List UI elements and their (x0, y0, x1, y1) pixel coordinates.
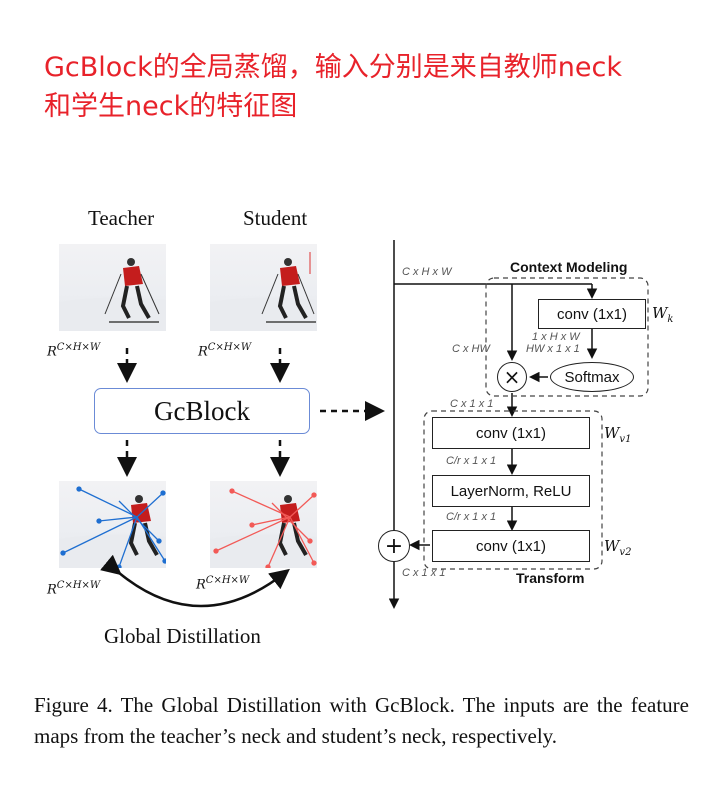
layernorm-relu-box: LayerNorm, ReLU (432, 475, 590, 507)
softmax-node: Softmax (550, 362, 634, 392)
headline-line-2: 和学生neck的特征图 (44, 91, 298, 122)
headline-line-1: GcBlock的全局蒸馏，输入分别是来自教师neck (44, 52, 622, 83)
transform-title: Transform (516, 570, 585, 586)
conv-k-box: conv (1x1) (538, 299, 646, 329)
teacher-attention-image (59, 481, 166, 568)
conv-v1-box: conv (1x1) (432, 417, 590, 449)
dim-input: C x H x W (402, 266, 452, 278)
teacher-input-image (59, 244, 166, 331)
headline: GcBlock的全局蒸馏，输入分别是来自教师neck 和学生neck的特征图 (44, 48, 704, 126)
dim-c11-top: C x 1 x 1 (450, 398, 494, 410)
wv2-label: Wv2 (604, 537, 632, 558)
dim-cxhw: C x HW (452, 343, 490, 355)
dim-hw11: HW x 1 x 1 (526, 343, 580, 355)
student-attention-image (210, 481, 317, 568)
matmul-operator: × (497, 362, 527, 392)
conv-v2-box: conv (1x1) (432, 530, 590, 562)
dim-cr11-a: C/r x 1 x 1 (446, 455, 497, 467)
teacher-label: Teacher (88, 206, 155, 230)
figure-caption: Figure 4. The Global Distillation with G… (34, 693, 689, 748)
gcblock-box: GcBlock (94, 388, 310, 434)
student-input-image (210, 244, 317, 331)
wk-label: Wk (652, 304, 674, 325)
dim-cr11-b: C/r x 1 x 1 (446, 511, 497, 523)
teacher-output-shape: RC×H×W (47, 580, 101, 598)
dim-c11-out: C x 1 x 1 (402, 567, 446, 579)
skier-illustration (210, 252, 317, 331)
add-operator: + (378, 530, 410, 562)
wv1-label: Wv1 (604, 424, 632, 445)
skier-illustration (59, 258, 166, 331)
student-label: Student (243, 206, 308, 230)
global-distillation-label: Global Distillation (104, 624, 261, 648)
student-input-shape: RC×H×W (198, 342, 252, 360)
context-modeling-title: Context Modeling (510, 259, 628, 275)
dim-k-out: 1 x H x W (532, 331, 580, 343)
teacher-input-shape: RC×H×W (47, 342, 101, 360)
